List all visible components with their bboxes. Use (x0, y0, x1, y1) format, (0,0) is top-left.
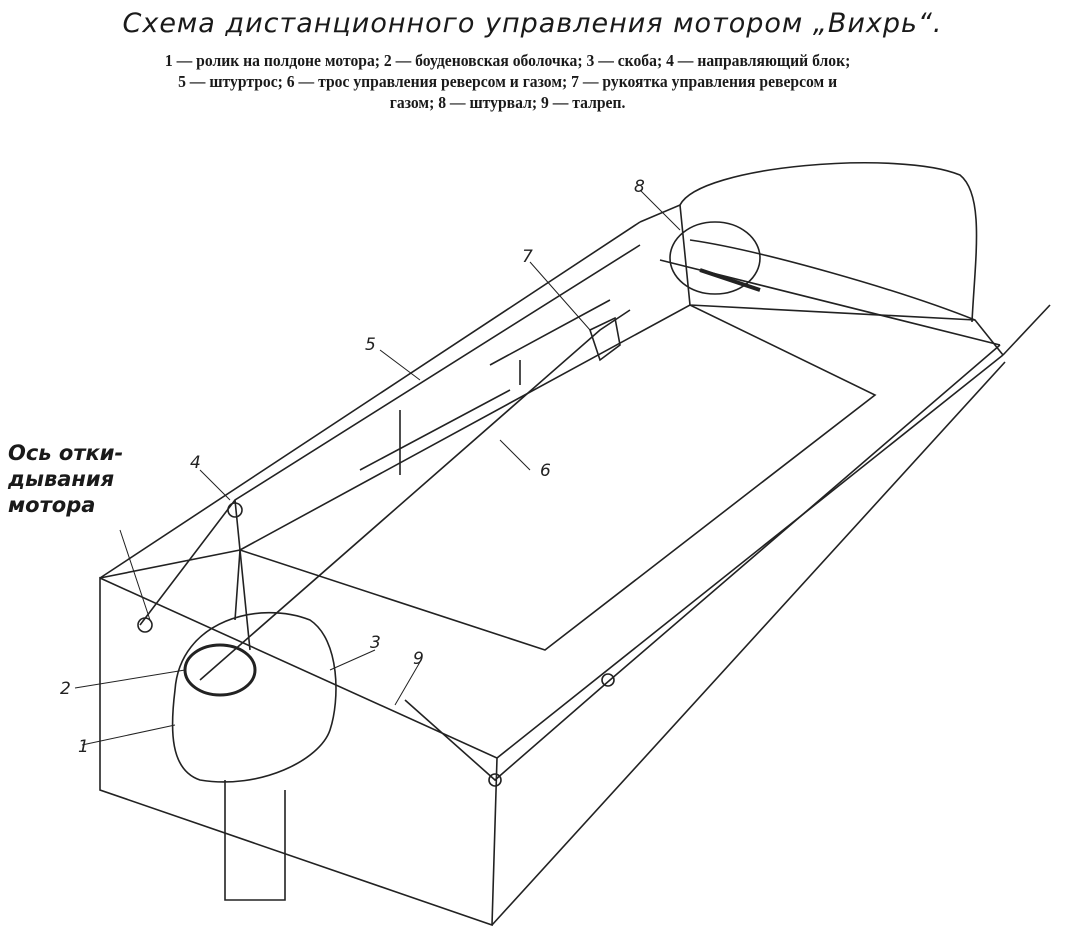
leader-lines (74, 189, 681, 746)
transom (99, 576, 498, 927)
callout-1: 1 (78, 737, 89, 757)
callout-7: 7 (522, 247, 533, 267)
legend-line-3: газом; 8 — штурвал; 9 — талреп. (389, 93, 626, 112)
callout-9: 9 (413, 649, 424, 669)
turnbuckle-anchor (601, 673, 615, 687)
roller (137, 617, 153, 633)
steering-cable-5 (139, 244, 641, 651)
steering-cable-right (404, 259, 1001, 782)
legend-line-2: 5 — штуртрос; 6 — трос управления реверс… (178, 72, 838, 91)
annotation-line-1: Ось отки- (8, 441, 124, 465)
hull-bottom (491, 361, 1006, 926)
callout-3: 3 (370, 633, 381, 653)
steering-wheel (669, 221, 761, 295)
annotation-line-3: мотора (8, 493, 96, 517)
right-gunwale (496, 354, 1004, 759)
guide-block (227, 502, 243, 518)
rear-anchor (488, 773, 502, 787)
steering-column (699, 268, 761, 292)
bow-side (1002, 304, 1051, 356)
seat-lines (359, 299, 611, 475)
windshield (679, 161, 978, 323)
callout-5: 5 (365, 335, 376, 355)
legend-line-1: 1 — ролик на полдоне мотора; 2 — боудено… (164, 51, 851, 70)
callout-2: 2 (60, 679, 71, 699)
legend: 1 — ролик на полдоне мотора; 2 — боудено… (20, 50, 995, 113)
motor (171, 611, 337, 783)
callout-8: 8 (634, 177, 645, 197)
left-side-inner (99, 549, 241, 621)
left-gunwale (99, 221, 641, 579)
diagram-title: Схема дистанционного управления мотором … (122, 8, 943, 39)
bowden-loop (183, 643, 257, 697)
tilt-axis-annotation: Ось отки- дывания мотора (8, 440, 123, 518)
inner-deck (237, 304, 877, 651)
annotation-line-2: дывания (8, 467, 115, 491)
callout-6: 6 (540, 461, 551, 481)
control-handle-7 (589, 316, 621, 362)
callout-4: 4 (190, 453, 201, 473)
control-cable-6 (199, 309, 631, 681)
motor-leg (224, 780, 286, 901)
